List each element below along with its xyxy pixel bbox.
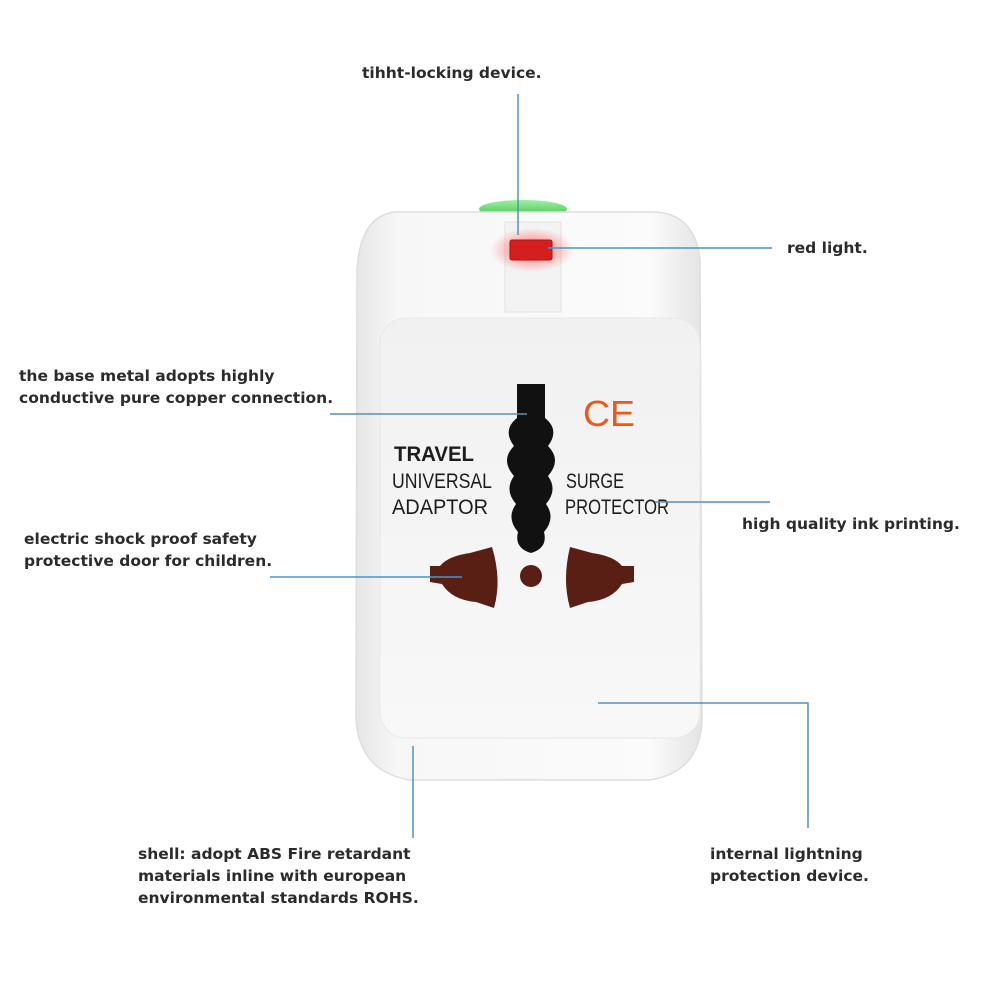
callout-shock-proof-line2: protective door for children. — [24, 552, 273, 570]
earth-pin-hole — [520, 565, 542, 587]
print-protector: PROTECTOR — [565, 496, 669, 519]
callout-base-metal-line1: the base metal adopts highly — [19, 367, 275, 385]
callout-shock-proof: electric shock proof safety protective d… — [24, 528, 272, 572]
socket-pin-left — [430, 547, 498, 608]
callout-lightning: internal lightning protection device. — [710, 843, 869, 887]
callout-shell-line3: environmental standards ROHS. — [138, 889, 419, 907]
callout-red-light-text: red light. — [787, 239, 868, 257]
leader-lightning — [598, 702, 809, 828]
red-light — [509, 239, 553, 261]
socket-slot-vertical — [507, 384, 555, 553]
callout-base-metal-line2: conductive pure copper connection. — [19, 389, 334, 407]
print-universal: UNIVERSAL — [392, 470, 492, 493]
callout-ink-printing: high quality ink printing. — [742, 513, 960, 535]
print-travel: TRAVEL — [394, 443, 474, 466]
callout-shock-proof-line1: electric shock proof safety — [24, 530, 257, 548]
callout-shell-line2: materials inline with european — [138, 867, 407, 885]
print-surge: SURGE — [566, 470, 624, 493]
callout-lightning-line1: internal lightning — [710, 845, 863, 863]
callout-ink-text: high quality ink printing. — [742, 515, 960, 533]
callout-base-metal: the base metal adopts highly conductive … — [19, 365, 333, 409]
callout-locking-device: tihht-locking device. — [362, 62, 542, 84]
leader-lines — [270, 94, 809, 838]
callout-locking-text: tihht-locking device. — [362, 64, 542, 82]
print-adaptor: ADAPTOR — [392, 496, 488, 519]
callout-shell: shell: adopt ABS Fire retardant material… — [138, 843, 419, 909]
callout-shell-line1: shell: adopt ABS Fire retardant — [138, 845, 411, 863]
socket-pin-right — [566, 547, 634, 608]
ce-mark: CE — [583, 393, 635, 434]
callout-lightning-line2: protection device. — [710, 867, 869, 885]
callout-red-light: red light. — [787, 237, 868, 259]
